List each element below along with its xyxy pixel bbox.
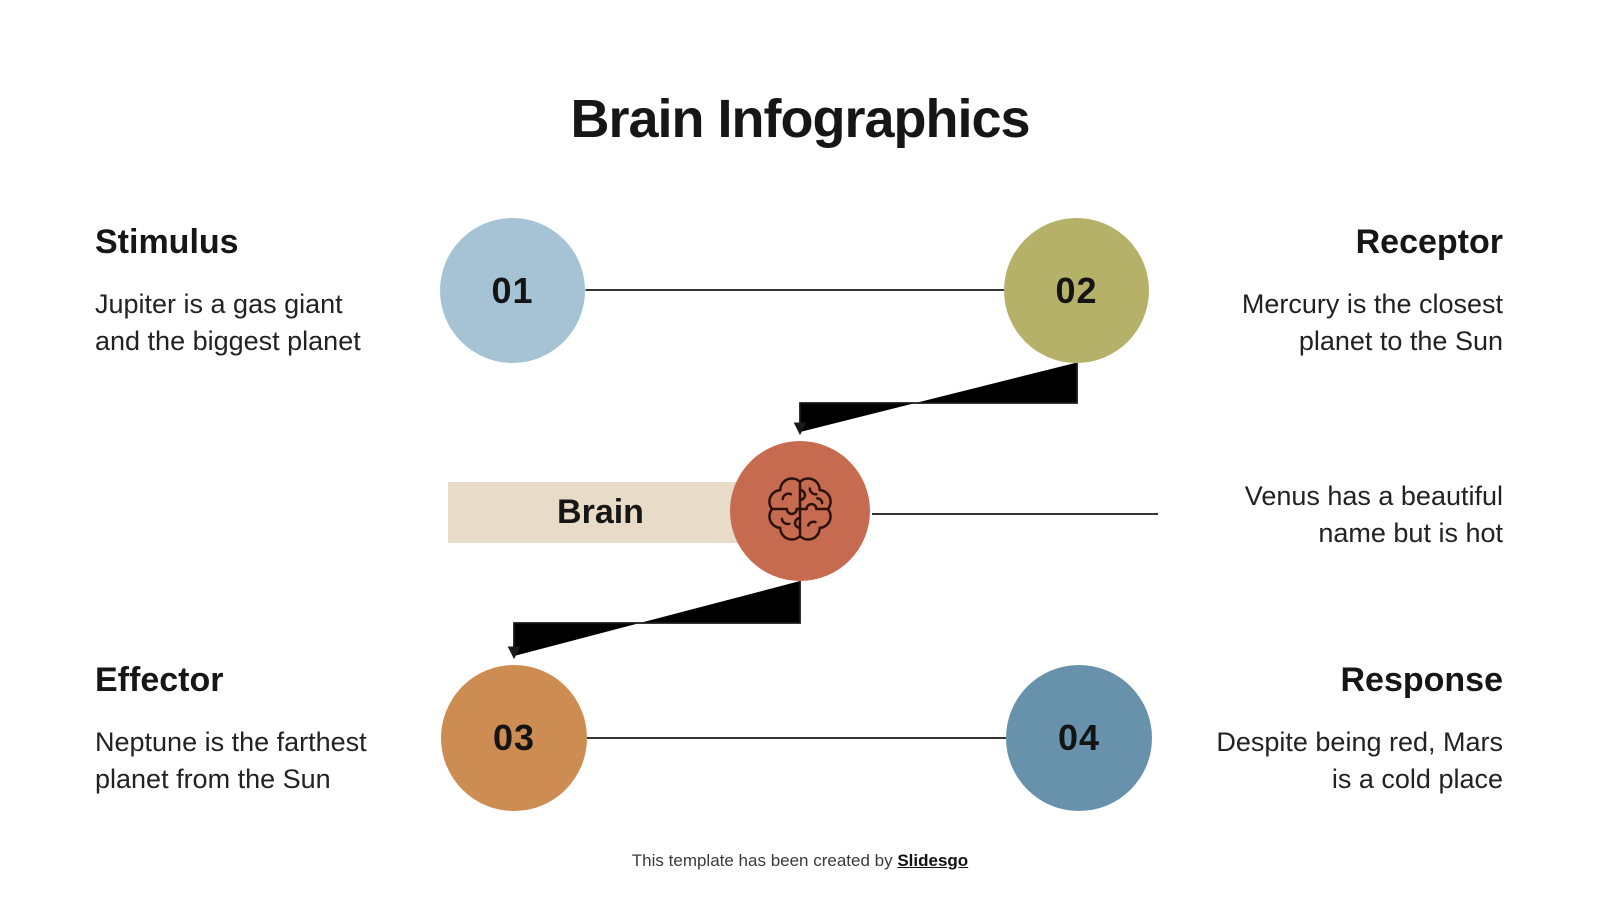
step-number: 01 xyxy=(491,269,534,311)
connector-02-brain xyxy=(793,362,1078,436)
step-circle-02: 02 xyxy=(1004,218,1149,363)
brain-label-text: Brain xyxy=(557,493,644,531)
brain-circle xyxy=(730,441,870,581)
footer-brand-link[interactable]: Slidesgo xyxy=(897,851,969,870)
footer-credit: This template has been created by Slides… xyxy=(0,851,1600,871)
step-number: 02 xyxy=(1055,269,1098,311)
page-title: Brain Infographics xyxy=(570,89,1030,149)
section-heading: Receptor xyxy=(1355,223,1503,261)
footer-text: This template has been created by xyxy=(631,851,898,870)
connector-brain-03 xyxy=(507,581,801,660)
section-heading: Effector xyxy=(95,661,224,699)
brain-icon xyxy=(759,468,841,555)
step-circle-01: 01 xyxy=(440,218,585,363)
section-heading: Stimulus xyxy=(95,223,239,261)
step-number: 03 xyxy=(492,717,536,758)
step-circle-04: 04 xyxy=(1006,665,1152,811)
step-number: 04 xyxy=(1057,717,1101,758)
step-circle-03: 03 xyxy=(441,665,587,811)
section-heading: Response xyxy=(1340,661,1504,699)
